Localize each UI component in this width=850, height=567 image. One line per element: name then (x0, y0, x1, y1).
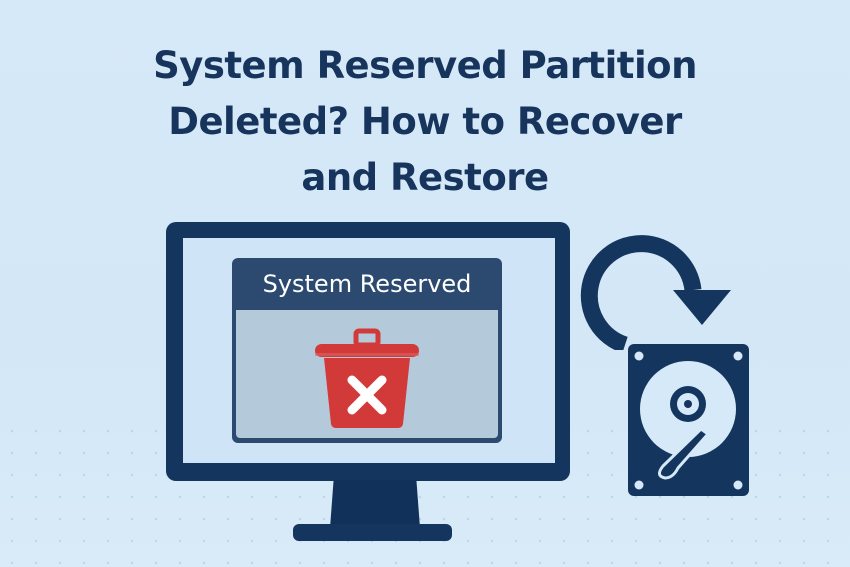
window-body (236, 310, 498, 438)
partition-window: System Reserved (232, 258, 502, 443)
restore-arrow-icon (580, 235, 731, 350)
monitor-stand-neck (330, 480, 420, 528)
window-title: System Reserved (262, 270, 472, 298)
monitor-screen: System Reserved (183, 238, 555, 463)
title-line-2: Deleted? How to Recover (168, 100, 682, 143)
monitor-icon: System Reserved (166, 222, 570, 481)
title-line-3: and Restore (301, 156, 549, 199)
hard-drive-icon (628, 344, 749, 496)
monitor-stand-base (293, 524, 452, 541)
trash-icon (315, 328, 419, 428)
title-line-1: System Reserved Partition (153, 44, 697, 87)
page-title: System Reserved Partition Deleted? How t… (0, 38, 850, 206)
x-mark-icon (347, 375, 387, 415)
